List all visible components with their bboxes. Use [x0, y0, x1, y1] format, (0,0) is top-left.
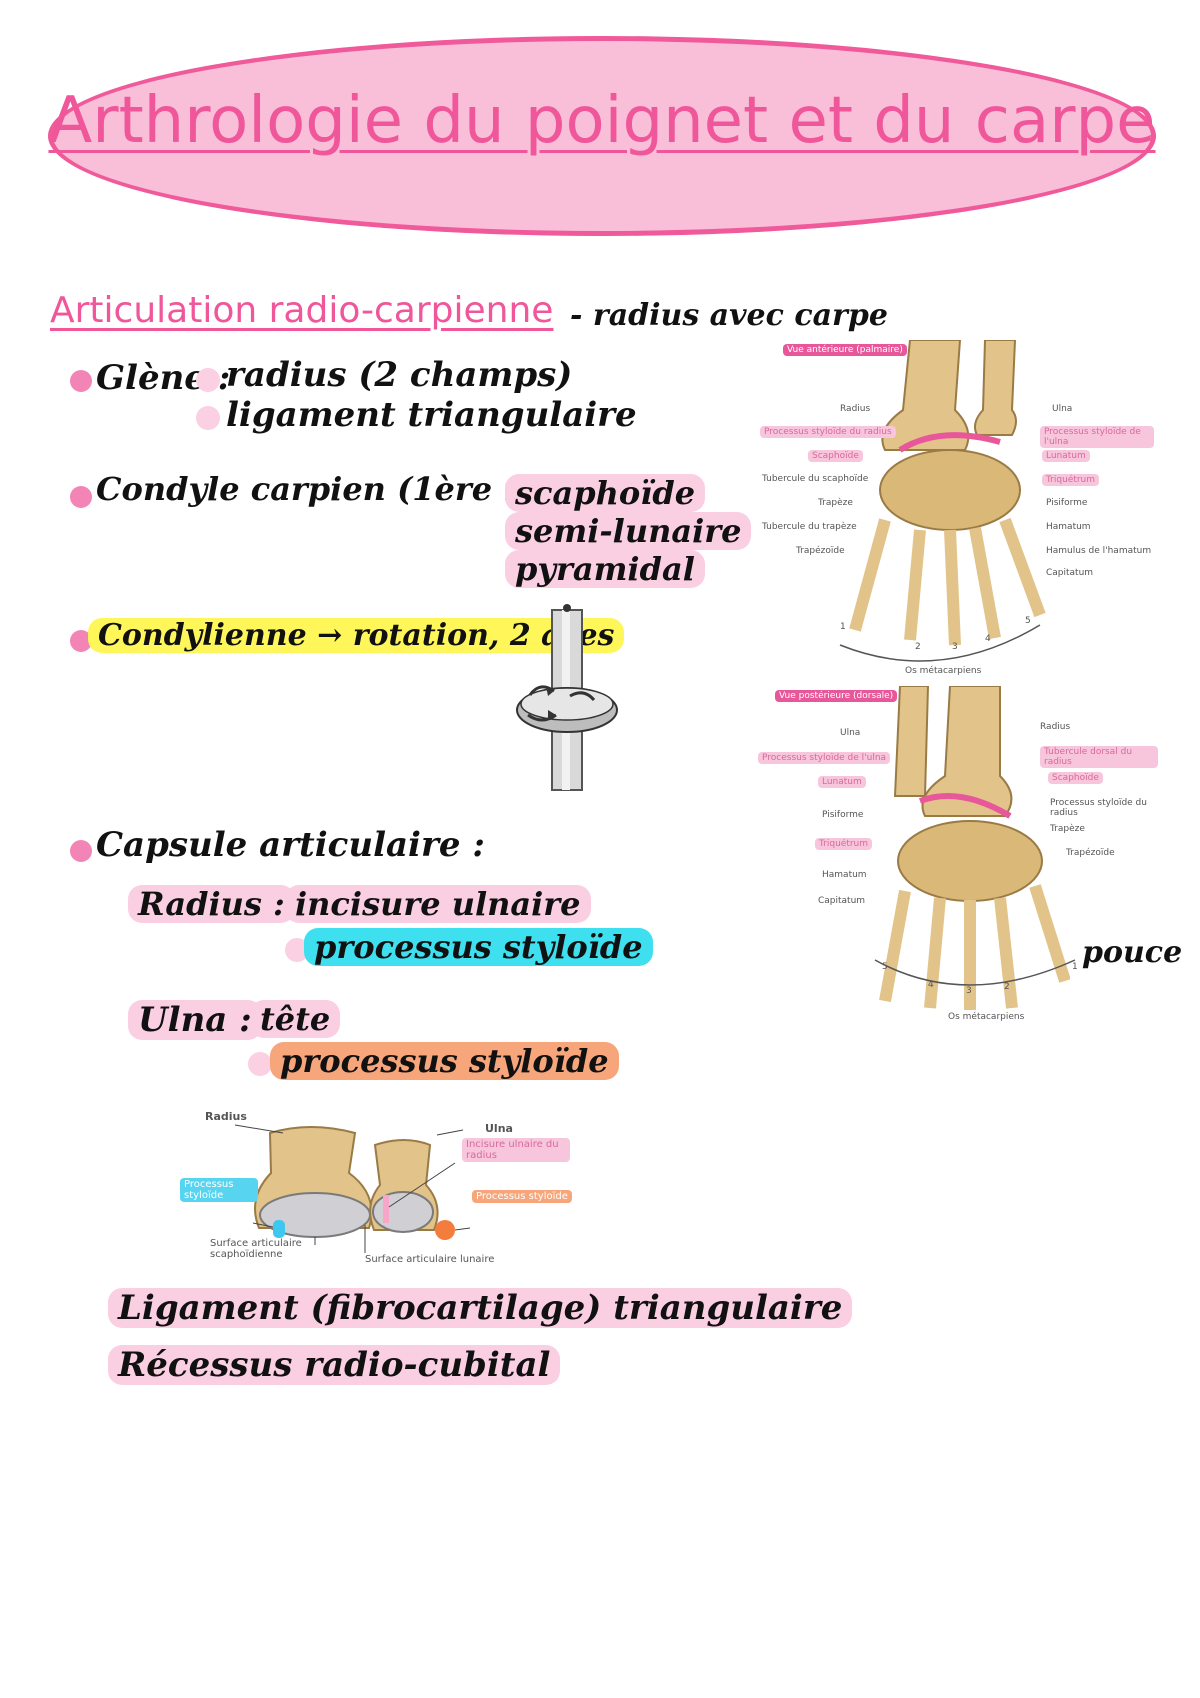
- fig-label-processus-styloide-radius: Processus styloïde: [180, 1178, 258, 1202]
- ulna-item: processus styloïde: [270, 1042, 619, 1080]
- fig-posterior-label-left: Triquétrum: [815, 838, 873, 850]
- title-ellipse: [48, 36, 1156, 236]
- fig-anterior-label-right: Pisiforme: [1046, 498, 1088, 508]
- section-heading: Articulation radio-carpienne: [50, 290, 554, 331]
- fig-posterior-label-left: Lunatum: [818, 776, 866, 788]
- condylienne-line: Condylienne → rotation, 2 axes: [88, 618, 625, 653]
- capsule-label: Capsule articulaire :: [96, 825, 485, 865]
- fig-label-processus-styloide-ulna: Processus styloïde: [472, 1190, 572, 1203]
- fig-anterior-label-right: Triquétrum: [1042, 474, 1100, 486]
- condyle-item: semi-lunaire: [505, 512, 752, 550]
- radius-item: processus styloïde: [304, 928, 653, 966]
- fig-posterior-caption: Os métacarpiens: [948, 1012, 1025, 1022]
- bullet-dot: [70, 486, 92, 508]
- fig-anterior-label-left: Scaphoïde: [808, 450, 863, 462]
- fig-view-anterior: Vue antérieure (palmaire): [783, 344, 907, 356]
- fig-posterior-label-right: Trapèze: [1050, 824, 1085, 834]
- fig-posterior-label-left: Pisiforme: [822, 810, 864, 820]
- ulna-item: tête: [250, 1000, 341, 1038]
- fig-label-surface-scaphoidienne: Surface articulaire scaphoïdienne: [210, 1238, 302, 1260]
- bullet-dot: [70, 370, 92, 392]
- fig-anterior-label-right: Processus styloïde de l'ulna: [1040, 426, 1154, 448]
- fig-anterior-label-left: Tubercule du scaphoïde: [762, 474, 869, 484]
- fig-anterior-number: 5: [1025, 616, 1031, 626]
- fig-anterior-label-right: Hamatum: [1046, 522, 1091, 532]
- glene-item: ligament triangulaire: [226, 395, 637, 435]
- condyle-item: pyramidal: [505, 550, 705, 588]
- fig-anterior-number: 3: [952, 642, 958, 652]
- bullet-dot: [70, 630, 92, 652]
- bullet-dot-light: [248, 1052, 272, 1076]
- radius-item: incisure ulnaire: [285, 885, 591, 923]
- bottom-line: Récessus radio-cubital: [108, 1345, 561, 1385]
- fig-posterior-label-left: Capitatum: [818, 896, 866, 906]
- radius-label: Radius :: [128, 885, 295, 923]
- fig-anterior-label-right: Lunatum: [1042, 450, 1090, 462]
- metacarpal-arc: [874, 959, 1076, 986]
- fig-posterior-number: 2: [1004, 982, 1010, 992]
- fig-anterior-label-left: Trapèze: [818, 498, 853, 508]
- fig-anterior-label-right: Ulna: [1052, 404, 1073, 414]
- fig-anterior-label-right: Capitatum: [1046, 568, 1094, 578]
- fig-anterior-number: 1: [840, 622, 846, 632]
- fig-posterior-label-left: Hamatum: [822, 870, 867, 880]
- condylar-joint-diagram: [516, 604, 618, 791]
- distal-radius-ulna-figure: [234, 1124, 471, 1253]
- fig-posterior-label-right: Tubercule dorsal du radius: [1040, 746, 1158, 768]
- fig-anterior-label-right: Hamulus de l'hamatum: [1046, 546, 1152, 556]
- fig-anterior-label-left: Radius: [840, 404, 871, 414]
- fig-posterior-number: 4: [928, 980, 934, 990]
- fig-posterior-number: 3: [966, 986, 972, 996]
- fig-label-surface-lunaire: Surface articulaire lunaire: [365, 1254, 495, 1265]
- fig-posterior-label-left: Processus styloïde de l'ulna: [758, 752, 891, 764]
- condyle-item: scaphoïde: [505, 474, 706, 512]
- fig-anterior-number: 4: [985, 634, 991, 644]
- fig-label-ulna: Ulna: [485, 1122, 513, 1135]
- posterior-wrist-figure: [879, 686, 1070, 1010]
- fig-posterior-number: 5: [882, 962, 888, 972]
- fig-anterior-number: 2: [915, 642, 921, 652]
- fig-posterior-number: 1: [1072, 962, 1078, 972]
- fig-posterior-label-right: Scaphoïde: [1048, 772, 1103, 784]
- fig-label-incisure-ulnaire: Incisure ulnaire du radius: [462, 1138, 570, 1162]
- condylienne-label: Condylienne: [98, 618, 307, 653]
- ulna-label: Ulna :: [128, 1000, 262, 1040]
- fig-posterior-label-right: Radius: [1040, 722, 1071, 732]
- fig-label-radius: Radius: [205, 1110, 247, 1123]
- fig-view-posterior: Vue postérieure (dorsale): [775, 690, 898, 702]
- fig-anterior-label-left: Tubercule du trapèze: [762, 522, 857, 532]
- thumb-note: pouce: [1082, 935, 1183, 970]
- section-heading-note: - radius avec carpe: [570, 298, 888, 333]
- bullet-dot-light: [196, 406, 220, 430]
- bullet-dot: [70, 840, 92, 862]
- fig-posterior-label-right: Trapézoïde: [1066, 848, 1115, 858]
- bullet-dot-light: [196, 368, 220, 392]
- anterior-wrist-figure: [839, 340, 1046, 662]
- glene-item: radius (2 champs): [226, 355, 573, 395]
- bottom-line: Ligament (fibrocartilage) triangulaire: [108, 1288, 853, 1328]
- fig-anterior-caption: Os métacarpiens: [905, 666, 982, 676]
- page-title: Arthrologie du poignet et du carpe: [48, 84, 1156, 158]
- fig-anterior-label-left: Trapézoïde: [796, 546, 845, 556]
- fig-anterior-label-left: Processus styloïde du radius: [760, 426, 896, 438]
- fig-posterior-label-left: Ulna: [840, 728, 861, 738]
- fig-posterior-label-right: Processus styloïde du radius: [1050, 798, 1147, 818]
